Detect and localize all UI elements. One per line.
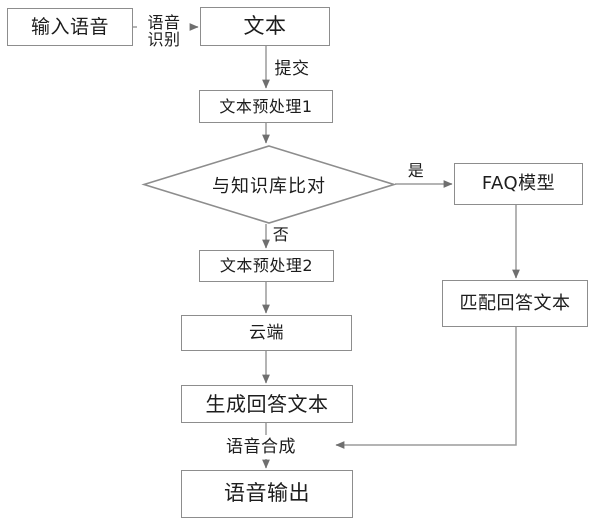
node-match-answer-text[interactable]: 匹配回答文本 <box>442 280 588 327</box>
node-faq-model-label: FAQ模型 <box>481 173 556 195</box>
node-text-preprocess-2-label: 文本预处理2 <box>219 256 314 276</box>
edge-label-speech-synthesis: 语音合成 <box>219 435 303 459</box>
node-faq-model[interactable]: FAQ模型 <box>454 163 583 205</box>
node-text-preprocess-1-label: 文本预处理1 <box>219 96 313 116</box>
diamond-shape <box>141 145 397 224</box>
node-generate-answer-label: 生成回答文本 <box>205 392 329 416</box>
node-generate-answer[interactable]: 生成回答文本 <box>181 385 353 423</box>
edge-label-submit: 提交 <box>274 58 310 79</box>
node-compare-kb[interactable]: 与知识库比对 <box>141 145 397 224</box>
edge-label-speech-recognition: 语音 识别 <box>147 12 181 49</box>
node-cloud[interactable]: 云端 <box>181 315 352 351</box>
node-text[interactable]: 文本 <box>200 7 330 46</box>
node-text-label: 文本 <box>243 13 287 38</box>
node-cloud-label: 云端 <box>249 322 284 343</box>
edge-label-yes: 是 <box>407 161 425 181</box>
node-text-preprocess-1[interactable]: 文本预处理1 <box>199 90 333 123</box>
node-text-preprocess-2[interactable]: 文本预处理2 <box>199 250 334 282</box>
node-match-answer-text-label: 匹配回答文本 <box>459 292 571 314</box>
edge-label-no: 否 <box>272 225 290 245</box>
wire-match-to-synthesis <box>335 327 517 449</box>
node-voice-output-label: 语音输出 <box>224 481 310 506</box>
node-input-voice-label: 输入语音 <box>30 15 109 38</box>
node-input-voice[interactable]: 输入语音 <box>7 8 133 46</box>
node-voice-output[interactable]: 语音输出 <box>181 470 353 518</box>
node-compare-kb-label: 与知识库比对 <box>212 175 326 197</box>
